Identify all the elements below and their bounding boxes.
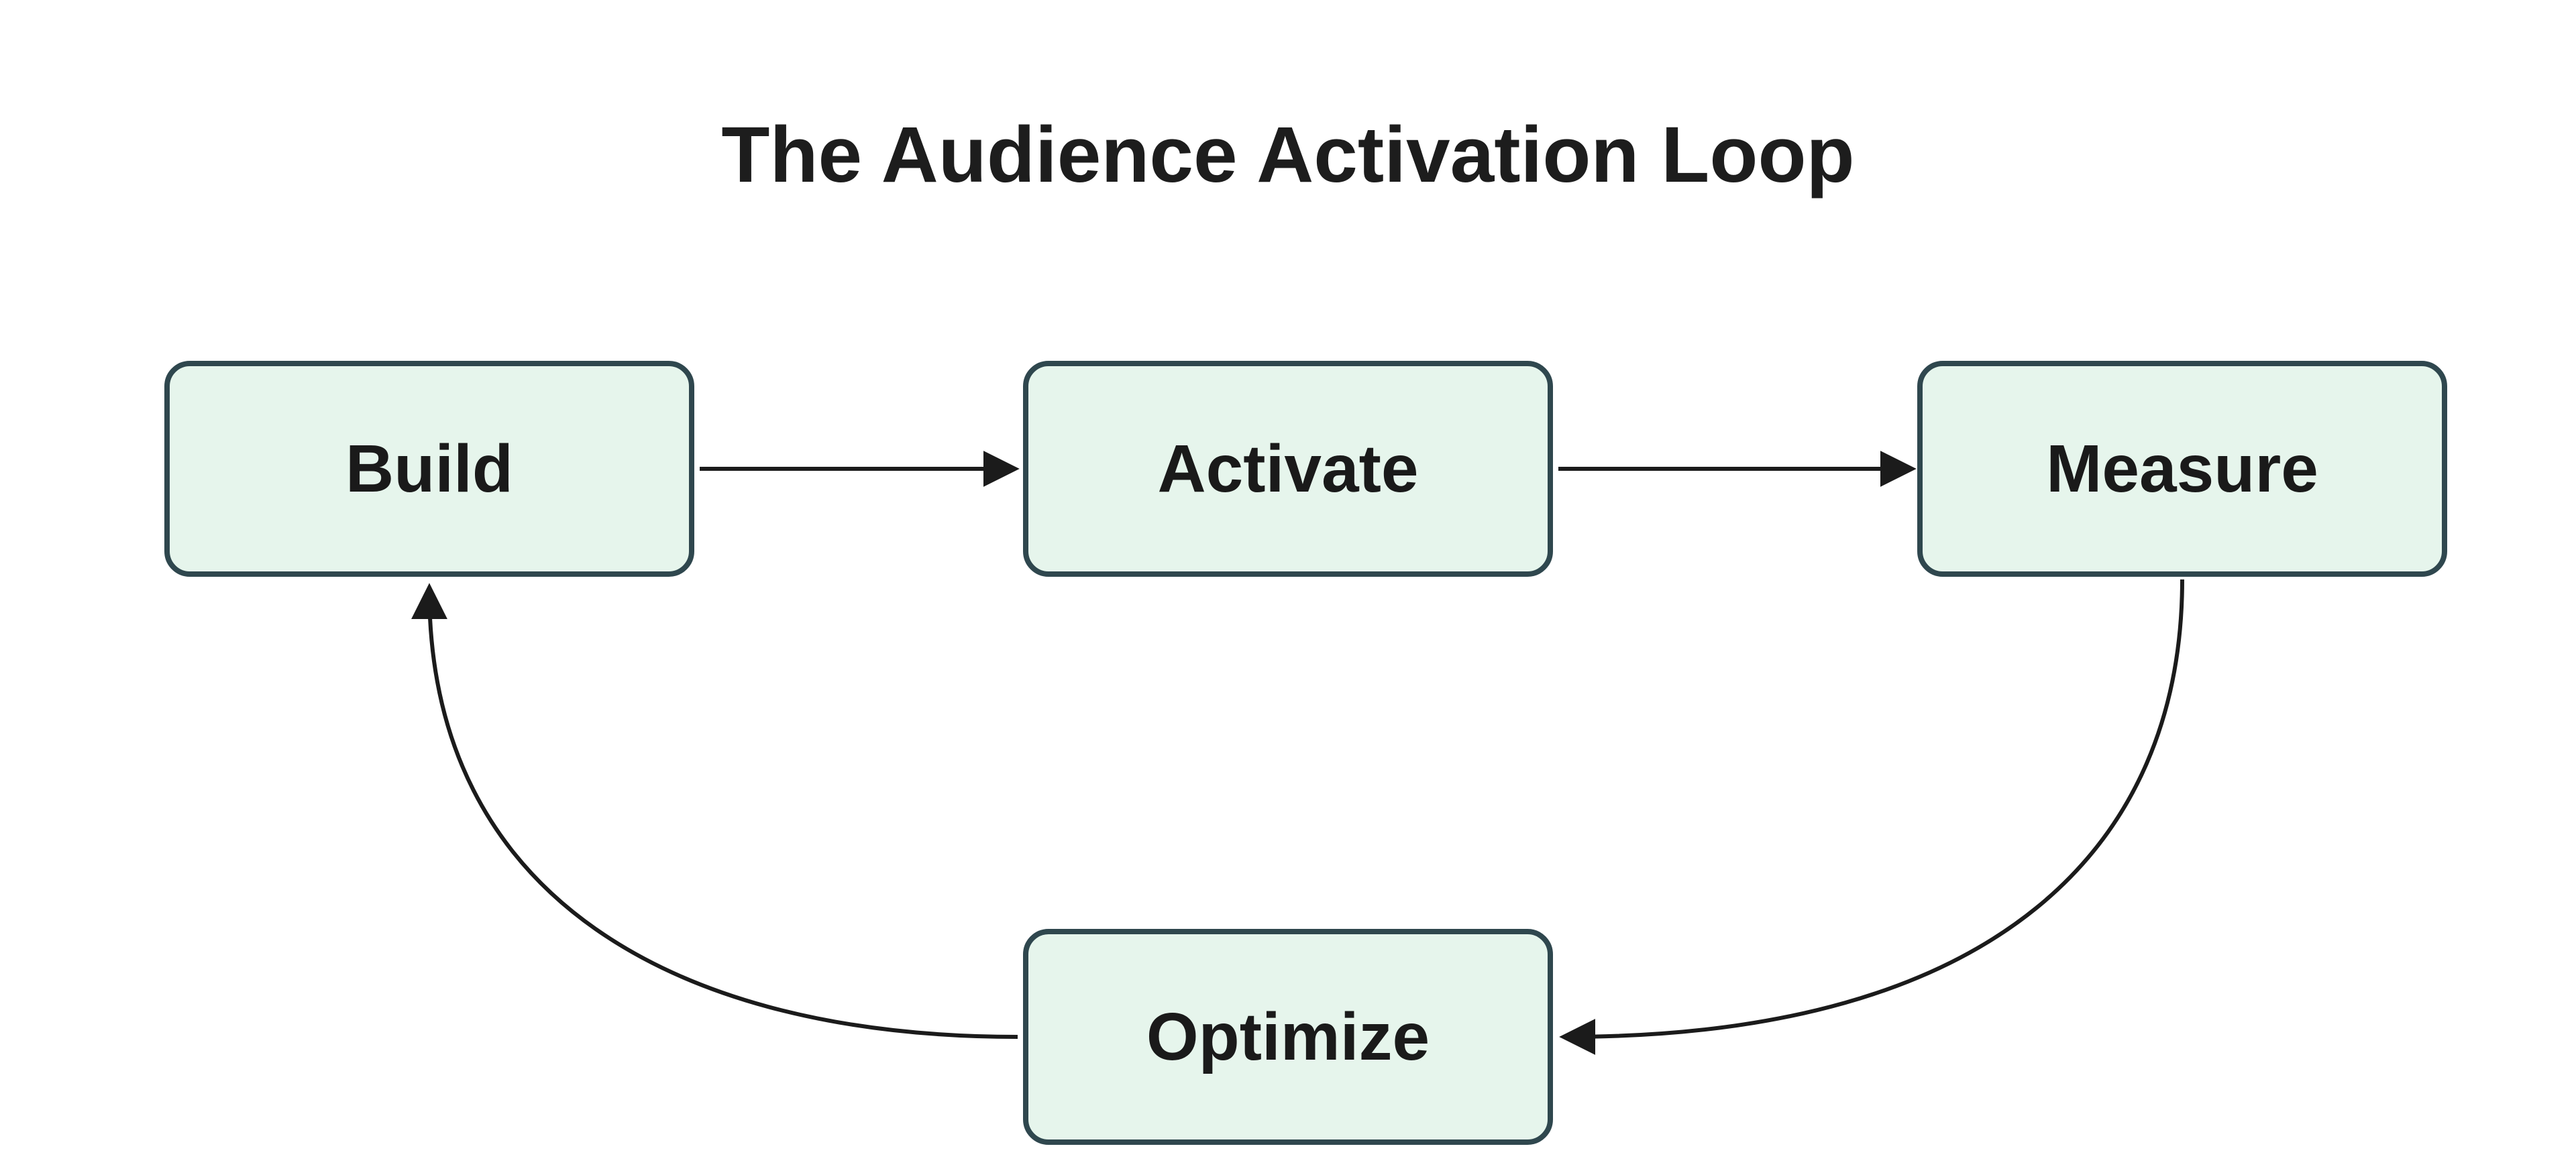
node-measure-label: Measure [2046,431,2318,506]
edge-measure-to-optimize [1559,579,2184,1055]
node-optimize: Optimize [1023,929,1553,1145]
node-optimize-label: Optimize [1146,999,1430,1074]
node-activate-label: Activate [1157,431,1419,506]
node-build-label: Build [345,431,513,506]
node-build: Build [164,361,694,577]
node-activate: Activate [1023,361,1553,577]
diagram-title: The Audience Activation Loop [721,111,1855,199]
edge-optimize-to-build [411,583,1018,1039]
node-measure: Measure [1917,361,2447,577]
